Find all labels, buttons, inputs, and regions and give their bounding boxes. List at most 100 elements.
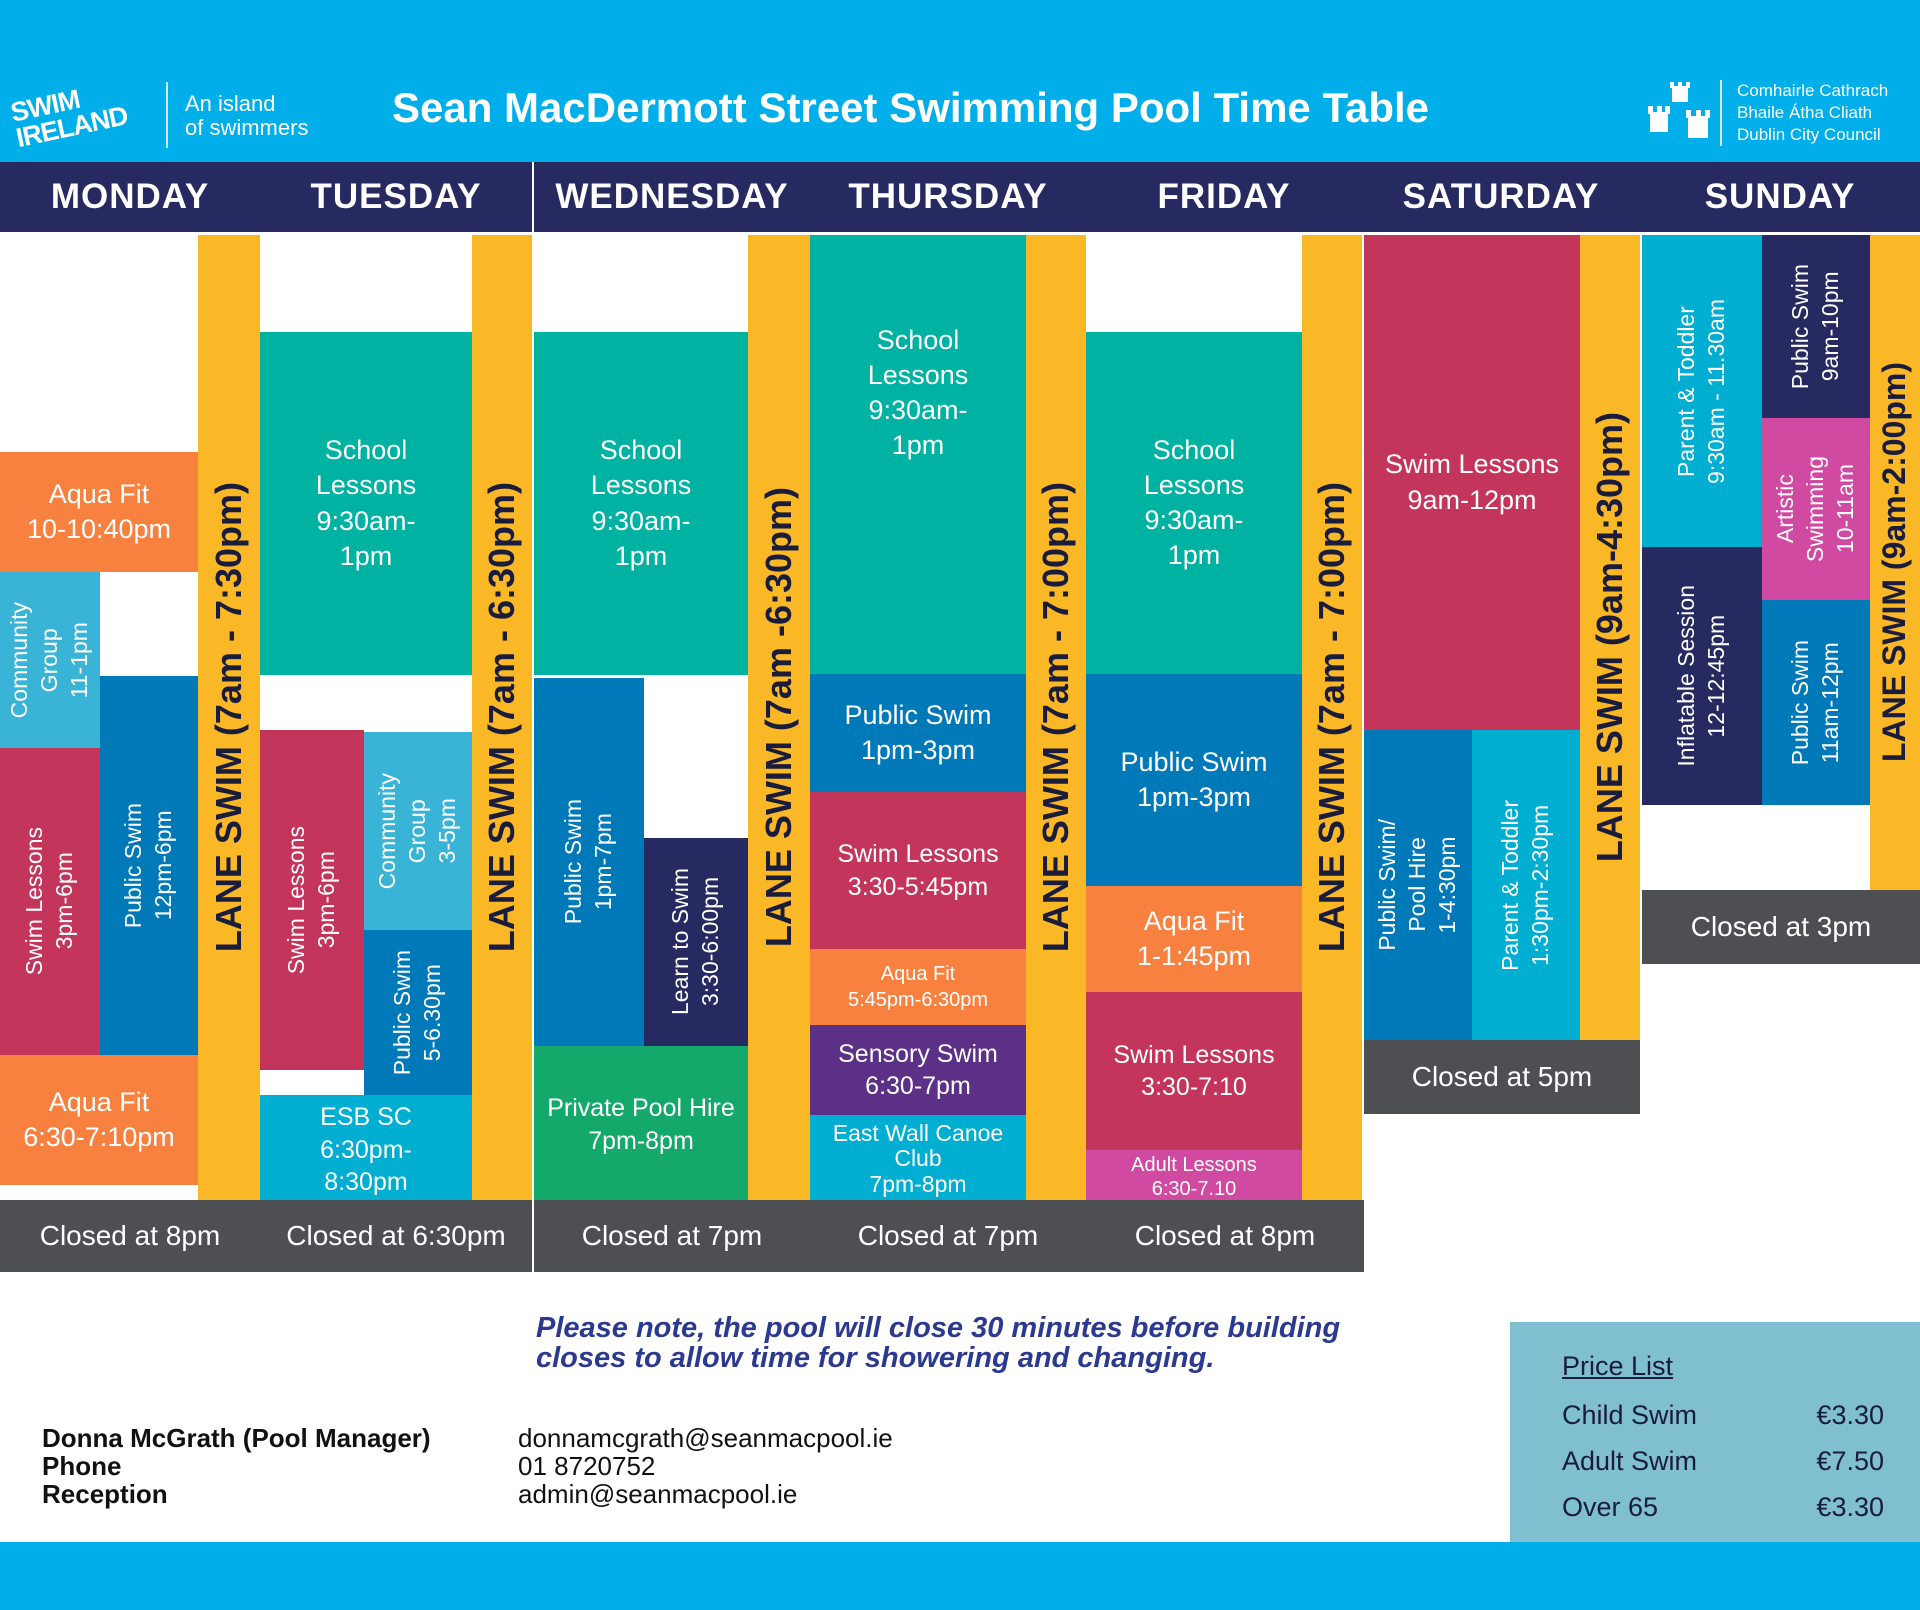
council-name: Comhairle Cathrach Bhaile Átha Cliath Du… [1737,80,1888,146]
block-title: Aqua Fit [48,1086,150,1117]
saturday-closed: Closed at 5pm [1364,1040,1640,1114]
block-time: 7pm-8pm [588,1126,694,1155]
lane-label: LANE SWIM (7am - 7:00pm) [1310,482,1352,953]
monday-aqua-fit-pm: Aqua Fit 6:30-7:10pm [0,1055,198,1185]
block-title: Public Swim [844,699,992,730]
logo-divider [166,82,168,148]
thursday-lane-swim: LANE SWIM (7am - 7:00pm) [1026,235,1086,1200]
block-title: School [1152,434,1236,465]
block-title: Aqua Fit [1143,905,1245,936]
contact-phone[interactable]: 01 8720752 [518,1451,656,1481]
block-title: Inflatable Session [1673,585,1700,767]
block-time: 6:30pm- [320,1135,412,1164]
council-line: Bhaile Átha Cliath [1737,103,1873,122]
block-title: Public Swim [560,799,587,925]
day-thursday: THURSDAY [848,177,1048,216]
tuesday-closed: Closed at 6:30pm [260,1200,532,1272]
block-time: 3pm-6pm [313,851,339,949]
block-time: 1-4:30pm [1433,836,1460,934]
block-title: Public Swim [389,949,416,1076]
council-line: Comhairle Cathrach [1737,81,1889,100]
note-line: Please note, the pool will close 30 minu… [536,1312,1341,1344]
block-title: Public Swim/ [1374,819,1401,951]
block-title: Group [36,628,63,692]
tuesday-lane-swim: LANE SWIM (7am - 6:30pm) [472,235,532,1200]
wednesday-lane-swim: LANE SWIM (7am -6:30pm) [748,235,810,1200]
block-time: 10-11am [1831,464,1858,554]
sunday-lane-swim: LANE SWIM (9am-2:00pm) [1870,235,1920,890]
block-time: 1pm [891,430,945,461]
price-name: Adult Swim [1562,1446,1698,1476]
tagline-line: of swimmers [185,115,309,140]
council-divider [1720,80,1722,146]
price-name: Child Swim [1562,1400,1698,1430]
block-title: Community [374,772,401,890]
block-title: Group [404,799,431,863]
price-row: Over 65 €3.30 [1562,1484,1884,1530]
block-time: 1pm-7pm [590,813,616,911]
price-name: Over 65 [1562,1492,1659,1522]
price-list-title: Price List [1562,1351,1674,1381]
day-monday: MONDAY [50,177,210,216]
block-title: Private Pool Hire [547,1094,735,1122]
block-title: Lessons [590,470,692,501]
thursday-public-swim: Public Swim 1pm-3pm [810,674,1026,792]
block-title: Swim Lessons [1384,449,1560,480]
lane-label: LANE SWIM (7am - 7:30pm) [207,482,249,953]
lane-label: LANE SWIM (7am - 6:30pm) [480,482,522,953]
block-title: Lessons [315,470,417,501]
block-time: 12pm-6pm [150,810,176,921]
contacts: Donna McGrath (Pool Manager) donnamcgrat… [42,1424,1042,1508]
block-time: 6:30-7pm [865,1072,971,1100]
block-time: 9:30am- [591,505,691,536]
wednesday-private-pool-hire: Private Pool Hire 7pm-8pm [534,1046,748,1203]
block-title: Swim Lessons [837,840,999,868]
contact-row: Donna McGrath (Pool Manager) donnamcgrat… [42,1424,1042,1452]
price-value: €7.50 [1816,1446,1884,1476]
block-time: 5:45pm-6:30pm [847,989,989,1011]
block-title: School [324,435,408,466]
block-time: 6:30-7:10pm [23,1122,175,1152]
thursday-closed: Closed at 7pm [810,1200,1086,1272]
day-friday: FRIDAY [1157,177,1291,216]
price-value: €3.30 [1816,1400,1884,1430]
friday-closed: Closed at 8pm [1086,1200,1364,1272]
block-title: ESB SC [320,1103,412,1132]
block-time: 3-5pm [433,798,460,864]
block-title: Swim Lessons [21,827,48,976]
sunday-closed: Closed at 3pm [1642,890,1920,964]
block-title: Learn to Swim [667,868,694,1016]
contact-email[interactable]: donnamcgrath@seanmacpool.ie [518,1423,893,1453]
day-sunday: SUNDAY [1704,177,1856,216]
block-title: Swim Lessons [283,825,310,975]
monday-lane-swim: LANE SWIM (7am - 7:30pm) [198,235,260,1200]
wednesday-closed: Closed at 7pm [534,1200,810,1272]
saturday-lane-swim: LANE SWIM (9am-4:30pm) [1580,235,1640,1040]
day-wednesday: WEDNESDAY [555,177,789,216]
block-title: Public Swim [1787,639,1814,766]
day-saturday: SATURDAY [1402,177,1600,216]
block-time: 3:30-7:10 [1141,1073,1247,1101]
block-time: 3pm-6pm [51,852,77,951]
day-tuesday: TUESDAY [310,177,482,216]
block-time: 1pm [339,540,393,571]
block-time: 1pm-3pm [860,735,976,765]
block-time: 1pm [1167,540,1221,571]
block-title: Parent & Toddler [1673,305,1700,477]
contact-email[interactable]: admin@seanmacpool.ie [518,1479,798,1509]
block-title: School [599,435,683,466]
block-time: 1:30pm-2:30pm [1527,804,1553,966]
block-time: 1pm [614,540,668,571]
